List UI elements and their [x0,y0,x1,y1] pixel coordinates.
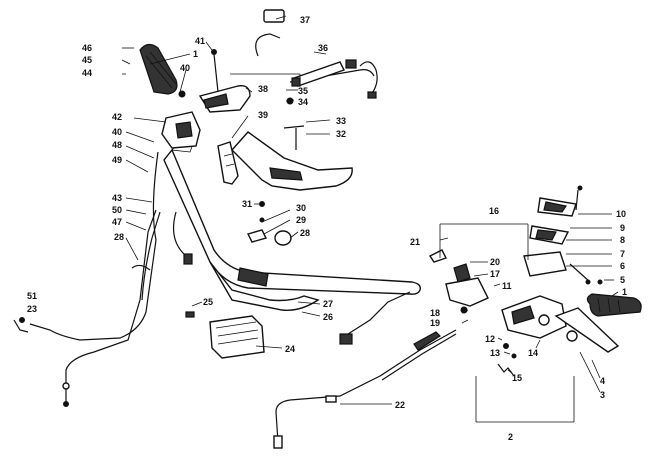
callout-41: 41 [195,36,205,46]
callout-22: 22 [395,400,405,410]
callout-38: 38 [258,84,268,94]
kill-switch-wire [339,291,411,345]
right-switch-housing [428,249,489,314]
brake-lever [554,307,620,353]
callout-27: 27 [323,299,333,309]
callout-28-left: 28 [114,232,124,242]
callout-40-upper: 40 [180,63,190,73]
callout-16: 16 [489,206,499,216]
cable-clip-39 [217,141,239,185]
callout-43: 43 [112,193,122,203]
callout-2: 2 [508,432,513,442]
leader-lines [121,15,619,405]
callout-7: 7 [620,249,625,259]
callout-45: 45 [82,55,92,65]
callout-42: 42 [112,112,122,122]
callout-31: 31 [242,199,252,209]
battery-block-24 [209,315,265,359]
cable-tie-28 [131,264,151,271]
throttle-lever-assembly [198,85,251,113]
brake-cable-22 [273,329,457,449]
callout-10: 10 [616,209,626,219]
callout-28-center: 28 [300,228,310,238]
callout-23: 23 [27,304,37,314]
callout-47: 47 [112,217,122,227]
callout-30: 30 [296,203,306,213]
callout-50: 50 [112,205,122,215]
callout-26: 26 [323,312,333,322]
screw-41 [211,49,219,93]
callout-1-left: 1 [193,49,198,59]
callout-34: 34 [298,97,308,107]
callout-14: 14 [528,348,538,358]
callout-46: 46 [82,43,92,53]
callout-18: 18 [430,308,440,318]
callout-32: 32 [336,129,346,139]
brake-master-cylinder [501,295,567,359]
callout-35: 35 [298,86,308,96]
left-switch-housing [161,90,201,149]
callout-9: 9 [620,223,625,233]
part-35 [291,77,301,87]
tether-switch-cable [173,211,193,265]
callout-15: 15 [512,373,522,383]
callout-8: 8 [620,235,625,245]
callout-labels: 46 45 44 1 41 40 42 40 48 49 43 50 47 28… [27,15,627,442]
callout-33: 33 [336,116,346,126]
callout-5: 5 [620,275,625,285]
callout-51: 51 [27,291,37,301]
left-grip [139,43,178,95]
throttle-cable [13,151,161,407]
callout-44: 44 [82,68,92,78]
callout-24: 24 [285,344,295,354]
callout-1-right: 1 [622,287,627,297]
callout-20: 20 [490,257,500,267]
callout-17: 17 [490,269,500,279]
clamp-parts [246,217,292,246]
callout-12: 12 [485,334,495,344]
right-grip [586,293,642,317]
callout-49: 49 [112,155,122,165]
wiring-harness-36 [230,9,378,99]
callout-6: 6 [620,261,625,271]
callout-21: 21 [410,237,420,247]
group-bracket-2 [475,376,575,423]
callout-4: 4 [600,376,605,386]
callout-13: 13 [490,348,500,358]
group-bracket-16 [439,223,529,260]
right-parts-stack [523,185,591,285]
callout-11: 11 [502,281,512,291]
callout-40-lower: 40 [112,127,122,137]
callout-19: 19 [430,318,440,328]
handlebar-pad [231,125,353,191]
callout-37: 37 [300,15,310,25]
callout-29: 29 [296,215,306,225]
part-25 [185,311,195,318]
callout-3: 3 [600,390,605,400]
bolt-5 [597,279,603,285]
callout-39: 39 [258,110,268,120]
callout-25: 25 [203,297,213,307]
callout-48: 48 [112,140,122,150]
callout-36: 36 [318,43,328,53]
